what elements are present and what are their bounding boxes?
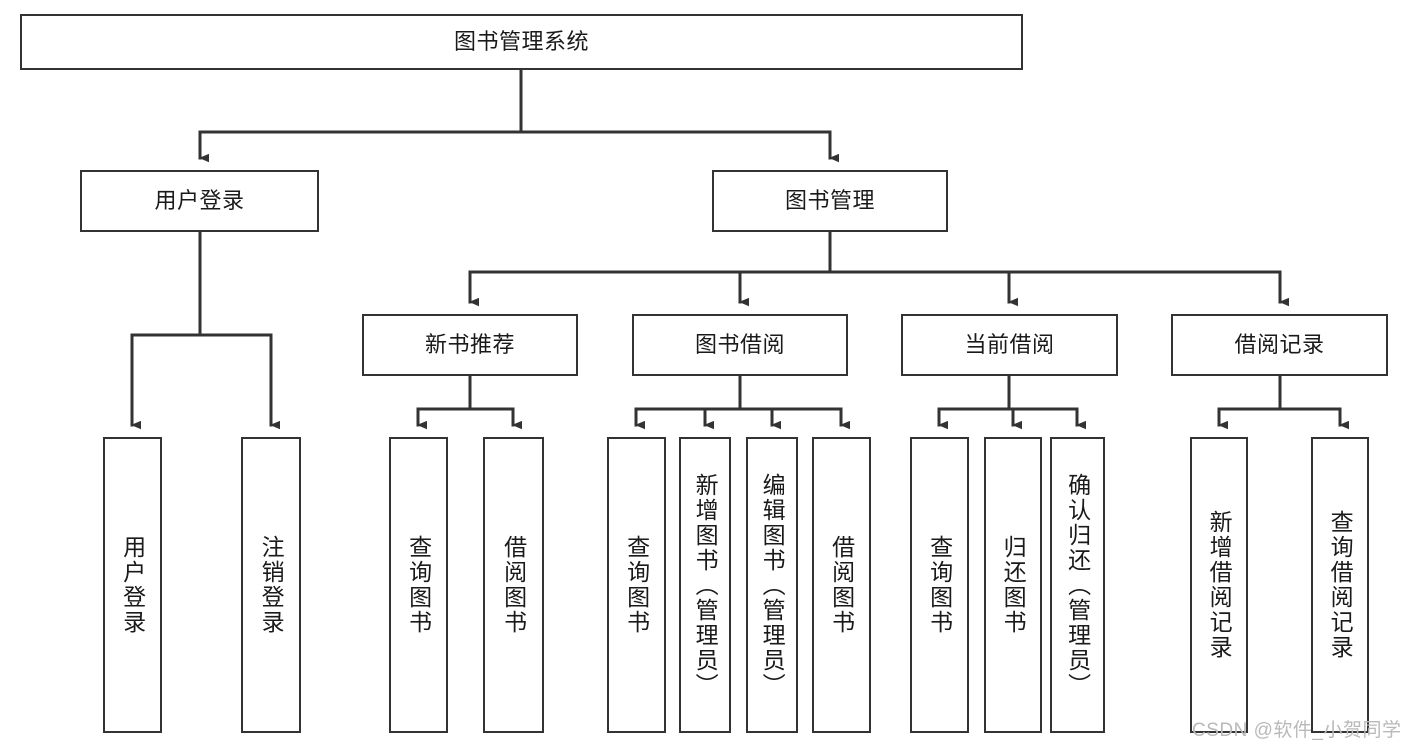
node-leaf-return-book[interactable]: 归还图书 [984,437,1042,733]
node-new-book-recommend[interactable]: 新书推荐 [362,314,578,376]
node-current-borrow-label: 当前借阅 [964,332,1055,358]
node-book-borrow-label: 图书借阅 [694,332,785,358]
node-new-book-recommend-label: 新书推荐 [424,332,515,358]
node-leaf-query-book-1-label: 查询图书 [405,535,432,635]
node-leaf-edit-book[interactable]: 编辑图书（管理员） [746,437,798,733]
csdn-watermark: CSDN @软件_小贺同学 [1192,720,1402,741]
node-leaf-add-book[interactable]: 新增图书（管理员） [679,437,731,733]
node-user-login[interactable]: 用户登录 [80,170,319,232]
node-leaf-borrow-book-1[interactable]: 借阅图书 [483,437,544,733]
node-leaf-query-book-2[interactable]: 查询图书 [607,437,666,733]
node-leaf-confirm-return[interactable]: 确认归还（管理员） [1050,437,1105,733]
node-leaf-query-book-2-label: 查询图书 [623,535,650,635]
node-leaf-query-book-3[interactable]: 查询图书 [910,437,969,733]
node-book-borrow[interactable]: 图书借阅 [632,314,848,376]
node-leaf-return-book-label: 归还图书 [1000,535,1027,635]
node-leaf-add-record-label: 新增借阅记录 [1206,510,1233,660]
node-user-login-label: 用户登录 [154,188,245,214]
node-book-manage[interactable]: 图书管理 [712,170,948,232]
node-leaf-user-logout[interactable]: 注销登录 [241,437,301,733]
node-leaf-query-record[interactable]: 查询借阅记录 [1311,437,1369,733]
node-current-borrow[interactable]: 当前借阅 [901,314,1118,376]
node-borrow-record-label: 借阅记录 [1234,332,1325,358]
node-leaf-add-book-label: 新增图书（管理员） [692,472,719,698]
node-root[interactable]: 图书管理系统 [20,14,1023,70]
node-leaf-borrow-book-1-label: 借阅图书 [500,535,527,635]
node-leaf-edit-book-label: 编辑图书（管理员） [759,472,786,698]
node-leaf-query-book-1[interactable]: 查询图书 [389,437,448,733]
node-leaf-user-login[interactable]: 用户登录 [103,437,162,733]
node-book-manage-label: 图书管理 [784,188,875,214]
node-leaf-borrow-book-2[interactable]: 借阅图书 [812,437,871,733]
node-leaf-user-logout-label: 注销登录 [258,535,285,635]
node-borrow-record[interactable]: 借阅记录 [1171,314,1388,376]
node-leaf-borrow-book-2-label: 借阅图书 [828,535,855,635]
node-leaf-confirm-return-label: 确认归还（管理员） [1064,472,1091,698]
node-leaf-user-login-label: 用户登录 [119,535,146,635]
node-root-label: 图书管理系统 [453,29,589,55]
node-leaf-add-record[interactable]: 新增借阅记录 [1190,437,1248,733]
node-leaf-query-record-label: 查询借阅记录 [1327,510,1354,660]
node-leaf-query-book-3-label: 查询图书 [926,535,953,635]
